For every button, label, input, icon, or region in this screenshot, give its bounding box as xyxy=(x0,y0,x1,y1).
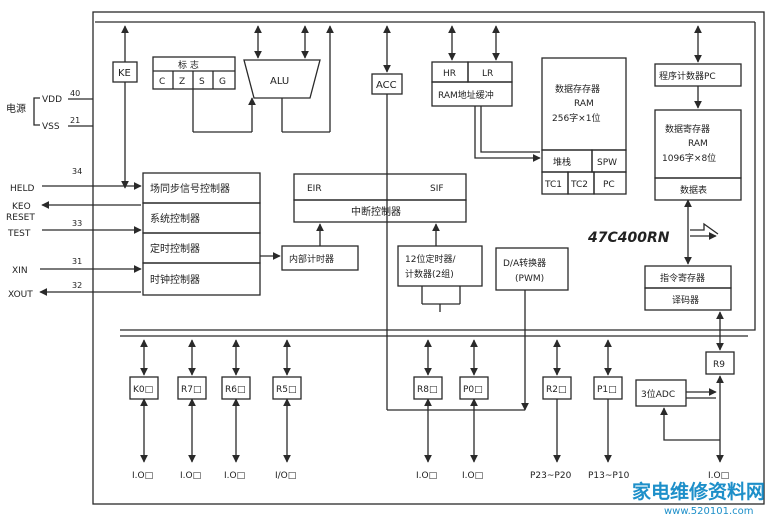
port-p0-label: P0□ xyxy=(463,385,483,395)
port-r2-label: R2□ xyxy=(546,385,566,395)
dac-block xyxy=(495,247,569,291)
port-r9-block xyxy=(705,351,735,375)
sys-ctrl-label: 系统控制器 xyxy=(150,212,200,225)
data-ram-size: 256字×1位 xyxy=(552,112,600,124)
flag-z: Z xyxy=(179,77,185,87)
adc-label: 3位ADC xyxy=(641,388,675,400)
dac-line1: D/A转换器 xyxy=(503,257,546,269)
timing-ctrl-label: 定时控制器 xyxy=(150,242,200,255)
chip-border xyxy=(92,11,765,505)
internal-timer-block xyxy=(281,245,359,271)
instr-reg-label: 指令寄存器 xyxy=(660,272,705,284)
internal-timer-label: 内部计时器 xyxy=(289,253,334,265)
port-r6-io: I.O□ xyxy=(224,471,245,481)
ke-label: KE xyxy=(118,68,131,79)
flags-title: 标 志 xyxy=(178,59,199,71)
rom-type: RAM xyxy=(688,139,708,149)
timer12-line1: 12位定时器/ xyxy=(405,253,456,265)
stack-label: 堆栈 xyxy=(553,156,571,168)
reset-pin-num: 33 xyxy=(72,219,82,228)
port-r2-io: P23~P20 xyxy=(530,471,572,481)
sif-label: SIF xyxy=(430,184,444,194)
int-ctrl-label: 中断控制器 xyxy=(351,205,401,218)
data-ram-type: RAM xyxy=(574,99,594,109)
rom-size: 1096字×8位 xyxy=(662,152,716,164)
port-p1-label: P1□ xyxy=(597,385,617,395)
xout-pin-label: XOUT xyxy=(8,290,33,300)
vdd-label: VDD xyxy=(42,95,62,105)
hr-label: HR xyxy=(443,69,456,79)
port-p1-io: P13~P10 xyxy=(588,471,630,481)
alu-block xyxy=(243,59,321,99)
pc-small-label: PC xyxy=(603,180,615,190)
timer12-line2: 计数器(2组) xyxy=(405,268,454,280)
port-r8-io: I.O□ xyxy=(416,471,437,481)
clock-ctrl-label: 时钟控制器 xyxy=(150,273,200,286)
port-r8-label: R8□ xyxy=(417,385,437,395)
data-table-block xyxy=(654,177,742,201)
sync-ctrl-label: 场同步信号控制器 xyxy=(150,182,230,195)
flags-block xyxy=(152,56,236,90)
decoder-label: 译码器 xyxy=(672,295,699,306)
tc1-label: TC1 xyxy=(544,180,562,190)
decoder-block xyxy=(644,287,732,311)
ram-addr-buffer xyxy=(431,81,513,107)
flag-g: G xyxy=(219,77,226,87)
power-label: 电源 xyxy=(6,102,26,115)
hold-pin-label: HELD xyxy=(10,184,34,194)
vdd-pin-num: 40 xyxy=(70,89,80,98)
data-ram-title: 数据存存器 xyxy=(555,83,600,95)
port-r7-label: R7□ xyxy=(181,385,201,395)
port-p0-io: I.O□ xyxy=(462,471,483,481)
vss-label: VSS xyxy=(42,122,60,132)
port-r5-label: R5□ xyxy=(276,385,296,395)
vss-pin-num: 21 xyxy=(70,116,80,125)
acc-label: ACC xyxy=(376,80,397,91)
keo-pin-label: KEO xyxy=(12,202,31,212)
port-r6-label: R6□ xyxy=(225,385,245,395)
watermark-text: 家电维修资料网 xyxy=(632,480,765,503)
port-r7-io: I.O□ xyxy=(180,471,201,481)
pc-small-block xyxy=(593,171,627,195)
port-k0-label: K0□ xyxy=(133,385,153,395)
xout-pin-num: 32 xyxy=(72,281,82,290)
port-r9-io: I.O□ xyxy=(708,471,729,481)
port-k0-io: I.O□ xyxy=(132,471,153,481)
data-table-label: 数据表 xyxy=(680,184,707,196)
internal-bus-right xyxy=(120,22,756,331)
adc-block xyxy=(635,379,687,407)
tc2-label: TC2 xyxy=(570,180,588,190)
ram-addr-buffer-label: RAM地址缓冲 xyxy=(438,89,494,101)
port-r5-io: I/O□ xyxy=(275,471,296,481)
flag-s: S xyxy=(199,77,205,87)
hold-pin-num: 34 xyxy=(72,167,82,176)
spw-label: SPW xyxy=(597,158,617,168)
rom-title: 数据寄存器 xyxy=(665,123,710,135)
chip-name: 47C400RN xyxy=(587,230,670,246)
eir-label: EIR xyxy=(307,184,322,194)
alu-label: ALU xyxy=(270,76,289,87)
flag-c: C xyxy=(159,77,165,87)
timer12-block xyxy=(397,245,483,287)
program-counter-label: 程序计数器PC xyxy=(659,70,716,82)
dac-line2: (PWM) xyxy=(515,274,544,284)
clock-ctrl-block xyxy=(142,262,261,296)
reset-pin-label: RESET xyxy=(6,213,35,223)
watermark-url: www.520101.com xyxy=(664,506,754,517)
int-ctrl-block xyxy=(293,199,467,223)
xin-pin-label: XIN xyxy=(12,266,28,276)
xin-pin-num: 31 xyxy=(72,257,82,266)
lr-label: LR xyxy=(482,69,493,79)
port-r9-label: R9 xyxy=(713,360,725,370)
test-pin-label: TEST xyxy=(7,229,31,239)
